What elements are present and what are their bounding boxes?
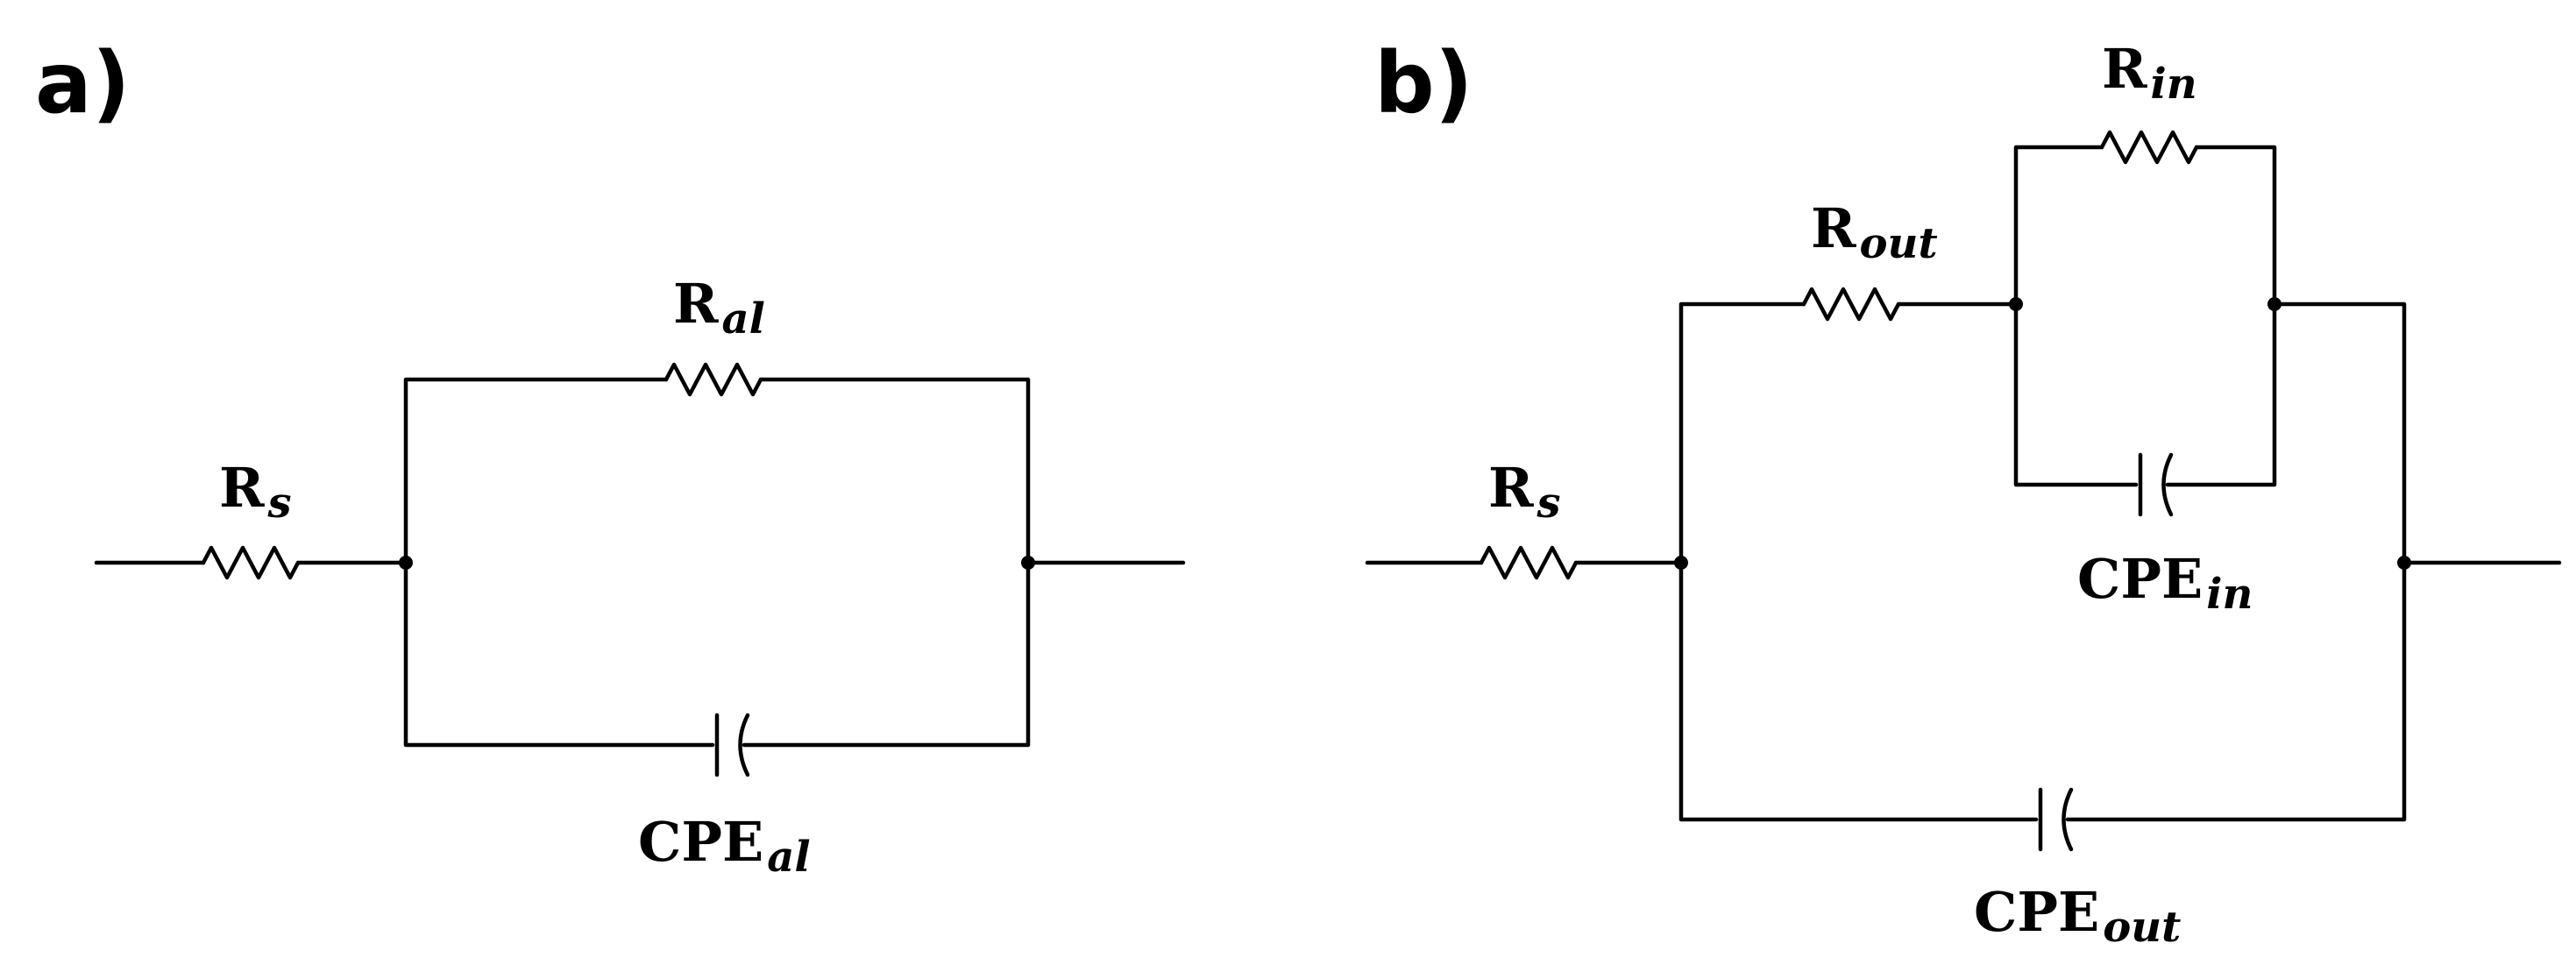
panel-b-node-left — [1674, 556, 1688, 570]
panel-a-label: a) — [35, 34, 131, 132]
panel-b-cpe-out-element — [2038, 787, 2074, 852]
panel-a-cpe-al-element — [714, 713, 750, 777]
panel-a-node-right — [1021, 556, 1035, 570]
panel-a-rs-label: Rs — [219, 456, 292, 528]
panel-b-wires — [1365, 145, 2562, 822]
panel-b-rs-label: Rs — [1488, 456, 1561, 528]
panel-b-rin-resistor — [2099, 130, 2199, 165]
panel-a-wires — [94, 377, 1186, 748]
panel-b-rout-label: Rout — [1811, 196, 1938, 268]
panel-a: a) Rs Ral CPEal — [35, 34, 1186, 882]
panel-b-rs-resistor — [1479, 545, 1579, 580]
panel-b-rin-label: Rin — [2102, 37, 2197, 109]
panel-b-node-inner-left — [2009, 297, 2023, 311]
panel-a-ral-label: Ral — [673, 272, 765, 344]
panel-b-label: b) — [1374, 34, 1473, 132]
panel-a-rs-resistor — [201, 545, 301, 580]
panel-b-node-right — [2397, 556, 2411, 570]
panel-a-cpe-al-label: CPEal — [638, 810, 811, 882]
panel-a-node-left — [399, 556, 413, 570]
panel-b-node-inner-right — [2267, 297, 2281, 311]
panel-b-cpe-in-element — [2138, 452, 2174, 517]
panel-b: b) Rs Rout — [1365, 34, 2562, 952]
panel-a-ral-resistor — [664, 362, 763, 397]
panel-b-cpe-in-label: CPEin — [2077, 547, 2253, 619]
panel-b-cpe-out-label: CPEout — [1974, 880, 2181, 952]
panel-b-rout-resistor — [1801, 287, 1901, 322]
